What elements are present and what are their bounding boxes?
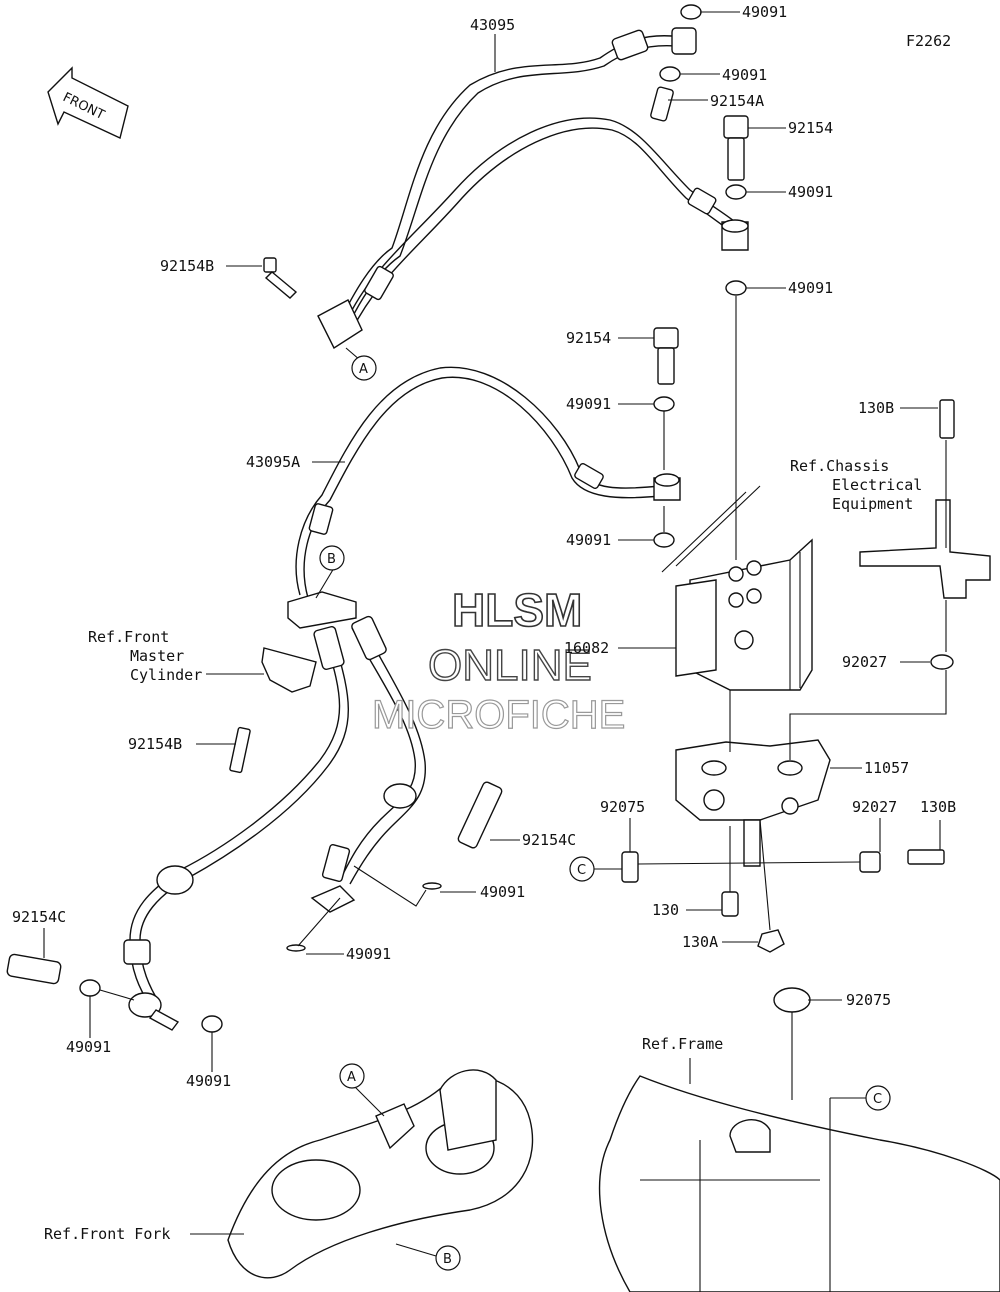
callout-c-bracket: C: [569, 856, 595, 882]
label-130: 130: [652, 901, 679, 919]
callout-a-fork: A: [339, 1063, 365, 1089]
svg-text:ONLINE: ONLINE: [428, 641, 592, 690]
bolt-92154-1: [723, 115, 749, 139]
label-16082: 16082: [564, 639, 609, 657]
label-49091-8: 49091: [346, 945, 391, 963]
label-92154B-2: 92154B: [128, 735, 182, 753]
label-92154-1: 92154: [788, 119, 833, 137]
fitting-92154C-1: [457, 781, 503, 849]
leader-lines: [43, 11, 947, 1257]
ref-chassis-line1: Ref.Chassis: [790, 457, 889, 475]
label-130B-1: 130B: [858, 399, 894, 417]
label-92075-2: 92075: [846, 991, 891, 1009]
label-49091-4: 49091: [788, 279, 833, 297]
label-43095A: 43095A: [246, 453, 300, 471]
bolt-130: [721, 891, 739, 917]
abs-hydraulic-unit-16082: [661, 485, 813, 691]
label-11057: 11057: [864, 759, 909, 777]
ref-front-fork: Ref.Front Fork: [44, 1225, 170, 1243]
svg-text:MICROFICHE: MICROFICHE: [372, 693, 625, 737]
frame-section: [598, 1075, 1000, 1292]
svg-text:A: A: [347, 1070, 356, 1085]
washer-49091-7: [79, 979, 101, 997]
brake-hose-43095A: [287, 366, 681, 629]
bracket-11057: [675, 739, 831, 867]
bolt-130B-2: [907, 849, 945, 865]
svg-text:B: B: [443, 1252, 452, 1267]
label-92154A: 92154A: [710, 92, 764, 110]
label-49091-10: 49091: [186, 1072, 231, 1090]
label-49091-6: 49091: [566, 531, 611, 549]
lower-brake-hoses: [123, 615, 426, 1031]
callout-b-hose: B: [319, 545, 345, 571]
label-92154B-1: 92154B: [160, 257, 214, 275]
watermark: HLSM ONLINE MICROFICHE: [371, 583, 626, 737]
chassis-bracket: [859, 499, 991, 599]
label-92154C-1: 92154C: [522, 831, 576, 849]
bolt-92154-2: [653, 327, 679, 349]
nut-130A: [757, 929, 785, 953]
label-43095: 43095: [470, 16, 515, 34]
washer-49091-6: [653, 532, 675, 548]
ref-master-line2: Master: [130, 647, 184, 665]
washer-49091-3: [725, 184, 747, 200]
washer-49091-2: [659, 66, 681, 82]
ref-master-line3: Cylinder: [130, 666, 202, 684]
washer-49091-4: [725, 280, 747, 296]
label-49091-2: 49091: [722, 66, 767, 84]
bolt-92154B-1: [263, 257, 277, 273]
label-49091-1: 49091: [742, 3, 787, 21]
collar-92027-1: [930, 654, 954, 670]
washer-49091-1: [680, 4, 702, 20]
hardware: [6, 4, 955, 1033]
washer-49091-10: [286, 944, 306, 952]
bolt-130B-1: [939, 399, 955, 439]
washer-49091-5: [653, 396, 675, 412]
label-92154-2: 92154: [566, 329, 611, 347]
figure-code: F2262: [906, 32, 951, 50]
svg-text:B: B: [327, 552, 336, 567]
ref-frame: Ref.Frame: [642, 1035, 723, 1053]
fitting-92154C-2: [6, 953, 62, 985]
label-92154C-2: 92154C: [12, 908, 66, 926]
front-arrow-icon: FRONT: [47, 66, 129, 139]
callout-b-fork: B: [435, 1245, 461, 1271]
label-49091-5: 49091: [566, 395, 611, 413]
callout-a-top: A: [351, 355, 377, 381]
svg-text:HLSM: HLSM: [452, 584, 582, 636]
label-49091-3: 49091: [788, 183, 833, 201]
brake-hose-43095: [317, 27, 749, 350]
label-92027-2: 92027: [852, 798, 897, 816]
collar-92027-2: [859, 851, 881, 873]
ref-chassis-line2: Electrical: [832, 476, 922, 494]
grommet-92075-2: [773, 987, 811, 1013]
label-49091-7: 49091: [480, 883, 525, 901]
front-fork-top-bridge: [227, 1069, 534, 1279]
svg-text:A: A: [359, 362, 368, 377]
bolt-92154B-2: [229, 726, 251, 774]
washer-49091-9: [422, 882, 442, 890]
bolt-92154A: [650, 86, 674, 122]
callout-c-frame: C: [865, 1085, 891, 1111]
svg-text:C: C: [873, 1092, 882, 1107]
label-92075-1: 92075: [600, 798, 645, 816]
label-130A: 130A: [682, 933, 718, 951]
ref-chassis-line3: Equipment: [832, 495, 913, 513]
label-49091-9: 49091: [66, 1038, 111, 1056]
label-130B-2: 130B: [920, 798, 956, 816]
washer-49091-8: [201, 1015, 223, 1033]
svg-text:C: C: [577, 863, 586, 878]
grommet-92075-1: [621, 851, 639, 883]
ref-master-line1: Ref.Front: [88, 628, 169, 646]
label-92027-1: 92027: [842, 653, 887, 671]
